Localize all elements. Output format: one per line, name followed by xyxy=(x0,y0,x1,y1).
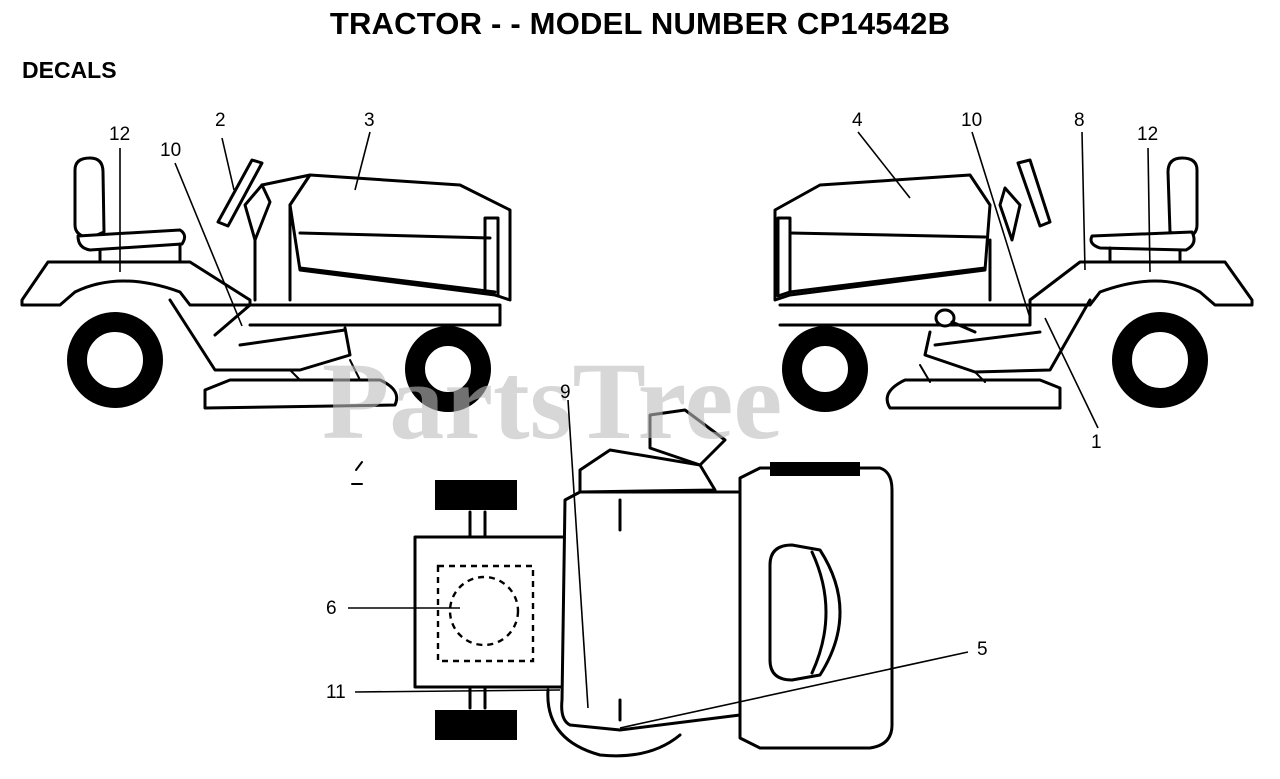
callout-labels: 12 2 3 10 4 10 8 12 1 9 6 11 5 xyxy=(109,110,1158,703)
tractor-right-side-view xyxy=(773,156,1254,412)
callout-6: 6 xyxy=(326,598,337,619)
tractor-left-side-view xyxy=(20,156,512,412)
callout-1: 1 xyxy=(1091,432,1102,453)
leader-lines xyxy=(119,131,1151,729)
callout-8: 8 xyxy=(1074,110,1085,131)
callout-5: 5 xyxy=(977,639,988,660)
section-title: DECALS xyxy=(22,57,117,83)
callout-10-left: 10 xyxy=(160,140,181,161)
page-title: TRACTOR - - MODEL NUMBER CP14542B xyxy=(329,6,951,41)
callout-10-right: 10 xyxy=(961,110,982,131)
stray-mark xyxy=(351,461,363,485)
tractor-top-view xyxy=(413,408,894,758)
callout-12-left: 12 xyxy=(109,124,130,145)
callout-11: 11 xyxy=(326,682,346,703)
callout-9: 9 xyxy=(560,382,571,403)
callout-2: 2 xyxy=(215,110,226,131)
watermark-text: PartsTree xyxy=(322,340,782,462)
callout-3: 3 xyxy=(364,110,375,131)
callout-12-right: 12 xyxy=(1137,124,1158,145)
callout-4: 4 xyxy=(852,110,863,131)
